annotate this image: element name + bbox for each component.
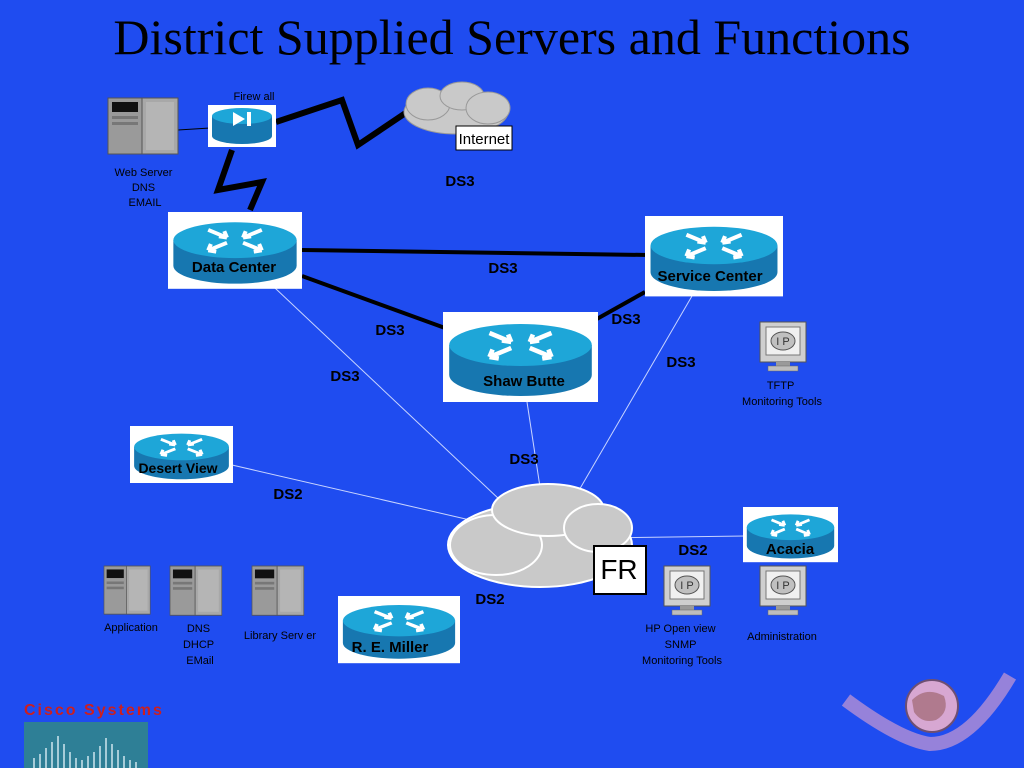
router-acacia: Acacia xyxy=(741,505,840,564)
application-server: Application xyxy=(103,565,158,634)
link-label-sc-shaw: DS3 xyxy=(611,311,640,328)
data-center-label: Data Center xyxy=(192,259,276,276)
link-shaw-fr xyxy=(526,401,541,488)
server-icon xyxy=(251,565,305,616)
link-label-desert-fr: DS2 xyxy=(273,486,302,503)
server-icon xyxy=(169,565,223,616)
internet-label: Internet xyxy=(459,131,511,148)
link-firewall-internet xyxy=(275,96,412,150)
link-webserver-firewall xyxy=(177,127,211,131)
cisco-systems-brand: Cisco Systems xyxy=(24,702,164,719)
application-label: Application xyxy=(104,622,158,634)
web-server: Web Server DNS EMAIL xyxy=(107,97,179,209)
link-label-dc-sc: DS3 xyxy=(488,260,517,277)
cloud-icon xyxy=(403,81,511,135)
monitor-ip-icon xyxy=(759,565,807,616)
service-center-label: Service Center xyxy=(657,268,762,285)
link-dc-fr xyxy=(274,287,501,501)
firewall: Firew all xyxy=(208,91,276,147)
page-title: District Supplied Servers and Functions xyxy=(113,9,911,65)
firewall-icon xyxy=(208,105,276,147)
router-data-center: Data Center xyxy=(168,212,302,289)
dns-dhcp-server: DNS DHCP EMail xyxy=(169,565,223,667)
link-dc-shaw xyxy=(301,274,446,330)
link-label-dc-fr: DS3 xyxy=(330,368,359,385)
link-desert-fr xyxy=(231,464,471,521)
router-re-miller: R. E. Miller xyxy=(336,594,462,666)
link-label-miller-fr: DS2 xyxy=(475,591,504,608)
link-label-acacia-fr: DS2 xyxy=(678,542,707,559)
desert-view-label: Desert View xyxy=(138,460,217,476)
hp-openview-station: HP Open view SNMP Monitoring Tools xyxy=(642,565,722,667)
library-server: Library Serv er xyxy=(244,565,316,642)
link-labels: DS3 DS3 DS3 DS3 DS3 DS3 DS3 DS2 DS2 DS2 xyxy=(273,173,707,608)
administration-label: Administration xyxy=(747,631,817,643)
link-dc-firewall xyxy=(213,149,267,212)
server-icon xyxy=(107,97,179,155)
link-label-internet: DS3 xyxy=(445,173,474,190)
fr-label: FR xyxy=(600,554,637,585)
library-label: Library Serv er xyxy=(244,630,316,642)
link-label-sc-fr: DS3 xyxy=(666,354,695,371)
world-systems-logo xyxy=(841,672,1017,752)
link-label-dc-shaw: DS3 xyxy=(375,322,404,339)
link-sc-fr xyxy=(577,295,693,493)
link-sc-shaw xyxy=(594,290,646,322)
administration-station: Administration xyxy=(747,565,817,643)
router-service-center: Service Center xyxy=(645,216,783,296)
shaw-butte-label: Shaw Butte xyxy=(483,373,565,390)
tftp-label: TFTP Monitoring Tools xyxy=(742,380,822,408)
hp-openview-label: HP Open view SNMP Monitoring Tools xyxy=(642,623,722,667)
tftp-station: TFTP Monitoring Tools xyxy=(742,321,822,408)
frame-relay-cloud: FR xyxy=(447,483,647,595)
monitor-ip-icon xyxy=(663,565,711,616)
server-icon xyxy=(103,565,151,615)
router-icon xyxy=(168,212,302,289)
internet-cloud: Internet xyxy=(403,81,513,151)
monitor-ip-icon xyxy=(759,321,807,372)
link-label-shaw-fr: DS3 xyxy=(509,451,538,468)
cisco-logo-graphic xyxy=(24,722,148,768)
router-shaw-butte: Shaw Butte xyxy=(443,312,598,402)
dns-dhcp-label: DNS DHCP EMail xyxy=(183,623,217,667)
acacia-label: Acacia xyxy=(766,541,815,558)
cloud-icon xyxy=(447,483,633,588)
web-server-label: Web Server DNS EMAIL xyxy=(115,167,176,209)
link-dc-sc xyxy=(301,248,649,257)
re-miller-label: R. E. Miller xyxy=(352,639,429,656)
firewall-label: Firew all xyxy=(234,91,275,103)
router-desert-view: Desert View xyxy=(128,424,235,485)
